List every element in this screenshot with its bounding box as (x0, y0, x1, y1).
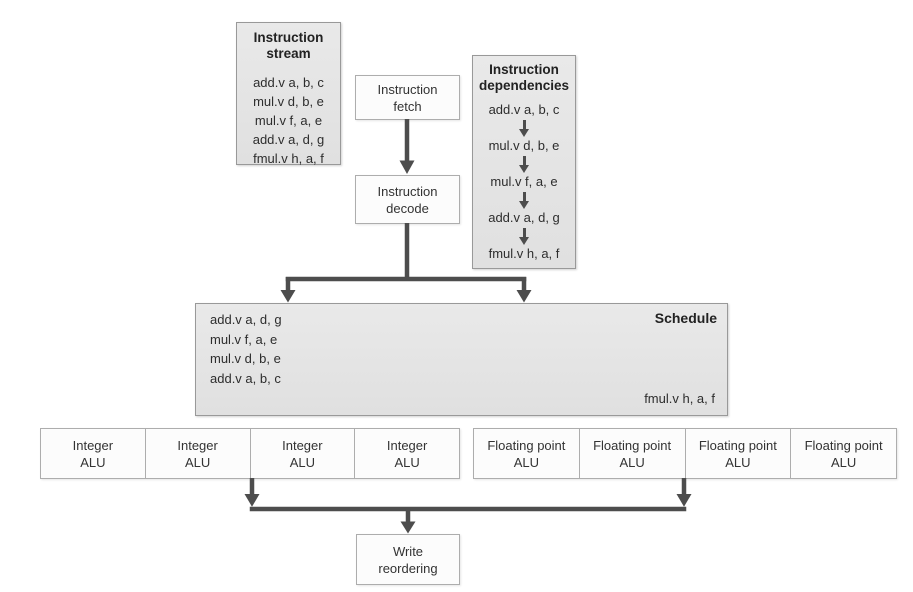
label-line: Floating point (593, 437, 672, 453)
instruction-line: add.v a, b, c (488, 102, 560, 117)
label-line: reordering (378, 560, 438, 576)
write-reordering-box: Write reordering (356, 534, 460, 585)
integer-alu-row: Integer ALU Integer ALU Integer ALU Inte… (40, 428, 460, 479)
floating-point-alu-box: Floating point ALU (790, 429, 896, 478)
instruction-fetch-label: Instruction fetch (356, 76, 459, 119)
dependency-arrow-icon (519, 191, 529, 209)
label-line: Floating point (698, 437, 777, 453)
floating-point-alu-box: Floating point ALU (578, 429, 685, 478)
label-line: Instruction (377, 183, 438, 199)
instruction-line: mul.v f, a, e (254, 113, 323, 128)
branch-left-arrowhead (280, 290, 296, 303)
label-line: Write (392, 543, 424, 559)
label-line: ALU (289, 454, 316, 470)
instruction-decode-box: Instruction decode (355, 175, 460, 224)
label-line: Integer (386, 437, 428, 453)
instruction-line: mul.v f, a, e (210, 331, 278, 347)
instruction-dependencies-title: Instruction dependencies (473, 62, 575, 94)
instruction-decode-label: Instruction decode (356, 176, 459, 223)
label-line: ALU (80, 454, 106, 470)
floating-point-alu-box: Floating point ALU (474, 429, 579, 478)
instruction-line: mul.v d, b, e (210, 351, 281, 366)
instruction-stream-title: Instruction stream (237, 30, 340, 62)
integer-alu-box: Integer ALU (249, 429, 355, 478)
schedule-title: Schedule (654, 310, 717, 326)
instruction-line: add.v a, b, c (210, 370, 281, 386)
title-line: Instruction (489, 62, 559, 77)
instruction-line: mul.v d, b, e (488, 138, 560, 153)
integer-alu-box: Integer ALU (144, 429, 250, 478)
instruction-line: mul.v f, a, e (490, 174, 558, 189)
dependency-arrow-icon (519, 155, 529, 173)
instruction-line: add.v a, d, g (488, 210, 560, 225)
instruction-stream-box: Instruction stream add.v a, b, c mul.v d… (236, 22, 341, 168)
fetch-to-decode-arrowhead (399, 160, 415, 174)
label-line: Integer (177, 437, 218, 453)
label-line: Floating point (487, 437, 566, 453)
instruction-stream-list: add.v a, b, c mul.v d, b, e mul.v f, a, … (237, 73, 340, 168)
schedule-list: add.v a, d, g mul.v f, a, e mul.v d, b, … (210, 310, 282, 388)
dependency-arrow-icon (519, 227, 529, 245)
instruction-line: add.v a, b, c (253, 75, 324, 90)
title-line: Instruction (253, 30, 324, 45)
label-line: fetch (393, 98, 422, 114)
integer-alu-box: Integer ALU (41, 429, 145, 478)
write-reordering-label: Write reordering (357, 535, 459, 584)
schedule-box: Schedule add.v a, d, g mul.v f, a, e mul… (195, 303, 728, 416)
label-line: ALU (513, 454, 540, 470)
branch-right-arrowhead (516, 290, 532, 303)
instruction-fetch-box: Instruction fetch (355, 75, 460, 120)
integer-merge-arrowhead (244, 494, 260, 507)
title-line: stream (266, 46, 311, 61)
label-line: ALU (619, 454, 645, 470)
fp-merge-arrowhead (676, 494, 692, 507)
label-line: ALU (394, 454, 420, 470)
floating-point-alu-box: Floating point ALU (684, 429, 791, 478)
label-line: ALU (184, 454, 211, 470)
dependency-arrow-icon (519, 119, 529, 137)
label-line: Integer (282, 437, 323, 453)
instruction-dependencies-box: Instruction dependencies add.v a, b, c m… (472, 55, 576, 269)
label-line: Instruction (377, 81, 438, 97)
label-line: ALU (725, 454, 751, 470)
instruction-line: add.v a, d, g (210, 312, 282, 327)
label-line: ALU (830, 454, 857, 470)
write-reordering-arrowhead (400, 521, 416, 534)
title-line: dependencies (478, 78, 570, 93)
label-line: Floating point (804, 437, 883, 453)
instruction-line: fmul.v h, a, f (488, 246, 560, 261)
deferred-instruction: fmul.v h, a, f (644, 391, 715, 406)
instruction-line: mul.v d, b, e (253, 94, 324, 109)
integer-alu-box: Integer ALU (354, 429, 459, 478)
floating-point-alu-row: Floating point ALU Floating point ALU Fl… (473, 428, 897, 479)
label-line: Integer (72, 437, 114, 453)
label-line: decode (386, 200, 429, 216)
dependency-chain: add.v a, b, c mul.v d, b, e mul.v f, a, … (473, 103, 575, 261)
instruction-line: fmul.v h, a, f (253, 151, 324, 166)
instruction-line: add.v a, d, g (252, 132, 325, 147)
